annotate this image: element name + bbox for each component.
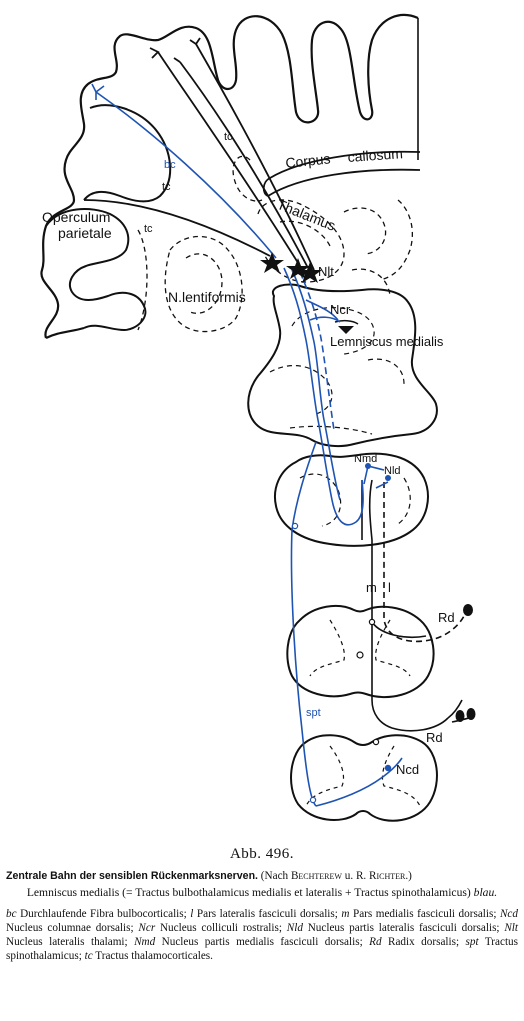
caption-author-2: Richter bbox=[369, 870, 406, 882]
caption-legend: bc Durchlaufende Fibra bulbocorticalis; … bbox=[6, 907, 518, 963]
legend-entry: Ncd Nucleus columnae dorsalis; bbox=[6, 908, 518, 934]
caption-title-bold: Zentrale Bahn der sensiblen Rückenmarksn… bbox=[6, 870, 258, 882]
legend-entry: Nmd Nucleus partis medialis fasciculi do… bbox=[134, 936, 369, 948]
label-tc-upper: tc bbox=[224, 131, 233, 143]
legend-abbr: l bbox=[190, 908, 194, 920]
legend-abbr: Nld bbox=[286, 922, 303, 934]
legend-entry: tc Tractus thalamocorticales. bbox=[85, 950, 213, 962]
label-l: l bbox=[388, 580, 391, 595]
label-rd-lower: Rd bbox=[426, 730, 443, 745]
spinal-ganglion-upper-icon bbox=[463, 604, 473, 616]
label-nlt: Nlt bbox=[318, 264, 334, 279]
label-spt: spt bbox=[306, 707, 321, 719]
dorsal-column-paths bbox=[361, 479, 475, 732]
legend-abbr: m bbox=[341, 908, 350, 920]
label-lemniscus: Lemniscus medialis bbox=[330, 334, 444, 349]
legend-abbr: tc bbox=[84, 950, 93, 962]
label-nmd: Nmd bbox=[354, 453, 377, 465]
legend-text: Radix dorsalis; bbox=[381, 936, 466, 948]
legend-entry: Rd Radix dorsalis; bbox=[369, 936, 465, 948]
cerebral-cortex bbox=[40, 13, 419, 339]
label-m: m bbox=[366, 580, 377, 595]
legend-entry: Nld Nucleus partis lateralis fasciculi d… bbox=[287, 922, 505, 934]
figure-number: Abb. 496. bbox=[229, 846, 295, 862]
label-rd-upper: Rd bbox=[438, 610, 455, 625]
legend-abbr: Ncr bbox=[138, 922, 156, 934]
spinal-ganglion-lower-icon bbox=[455, 708, 476, 722]
caption-title-part: (Nach bbox=[260, 870, 291, 882]
legend-text: Nucleus partis lateralis fasciculi dorsa… bbox=[302, 922, 505, 934]
label-tc-mid: tc bbox=[162, 181, 171, 193]
caption-title: Zentrale Bahn der sensiblen Rückenmarksn… bbox=[6, 869, 518, 883]
legend-text: Nucleus lateralis thalami; bbox=[6, 936, 135, 948]
label-callosum: callosum bbox=[347, 145, 403, 165]
legend-text: Tractus spinothalamicus; bbox=[6, 936, 519, 962]
legend-entry: m Pars medialis fasciculi dorsalis; bbox=[341, 908, 500, 920]
pathway-diagram: Operculum parietale Corpus callosum Thal… bbox=[40, 13, 476, 822]
thalamocortical-tracts bbox=[83, 37, 315, 271]
legend-text: Nucleus partis medialis fasciculi dorsal… bbox=[155, 936, 370, 948]
legend-entry: Ncr Nucleus colliculi rostralis; bbox=[138, 922, 286, 934]
lemniscus-pathway bbox=[91, 83, 403, 807]
legend-text: Pars medialis fasciculi dorsalis; bbox=[349, 908, 500, 920]
caption-subtitle-blue: blau. bbox=[473, 886, 498, 899]
label-n-lentiformis: N.lentiformis bbox=[168, 289, 246, 305]
caption-title-part: .) bbox=[405, 870, 412, 882]
caption-subtitle-text: Lemniscus medialis (= Tractus bulbothala… bbox=[26, 886, 474, 899]
terminal-stars-icon bbox=[260, 252, 322, 283]
figure-caption: Abb. 496. Zentrale Bahn der sensiblen Rü… bbox=[6, 846, 518, 963]
legend-abbr: spt bbox=[465, 936, 479, 948]
label-nld: Nld bbox=[384, 465, 401, 477]
label-corpus: Corpus bbox=[285, 150, 332, 171]
spinal-section-lower bbox=[290, 734, 438, 822]
legend-entry: l Pars lateralis fasciculi dorsalis; bbox=[190, 908, 341, 920]
legend-abbr: Ncd bbox=[499, 908, 518, 920]
legend-abbr: bc bbox=[6, 908, 17, 920]
legend-text: Nucleus columnae dorsalis; bbox=[6, 922, 139, 934]
caption-author-1: Bechterew bbox=[290, 870, 342, 882]
legend-entry: bc Durchlaufende Fibra bulbocorticalis; bbox=[6, 908, 190, 920]
label-thalamus: Thalamus bbox=[275, 196, 338, 234]
label-ncd: Ncd bbox=[396, 762, 419, 777]
legend-text: Pars lateralis fasciculi dorsalis; bbox=[193, 908, 342, 920]
legend-text: Durchlaufende Fibra bulbocorticalis; bbox=[16, 908, 191, 920]
spinal-section-upper bbox=[286, 604, 435, 699]
legend-text: Tractus thalamocorticales. bbox=[92, 950, 213, 962]
label-parietale: parietale bbox=[58, 225, 112, 241]
legend-abbr: Nlt bbox=[504, 922, 518, 934]
nucleus-markers bbox=[291, 463, 392, 804]
legend-abbr: Nmd bbox=[134, 936, 156, 948]
label-bc: bc bbox=[164, 159, 176, 171]
legend-text: Nucleus colliculi rostralis; bbox=[155, 922, 287, 934]
caption-title-part: u. R. bbox=[341, 870, 369, 882]
legend-abbr: Rd bbox=[369, 936, 382, 948]
legend-entry: spt Tractus spinothalamicus; bbox=[6, 936, 518, 962]
caption-subtitle: Lemniscus medialis (= Tractus bulbothala… bbox=[6, 886, 518, 900]
label-ncr: Ncr bbox=[330, 302, 351, 317]
label-operculum: Operculum bbox=[42, 209, 110, 225]
brainstem bbox=[247, 283, 438, 448]
neuroanatomy-figure: Operculum parietale Corpus callosum Thal… bbox=[40, 13, 476, 822]
legend-entry: Nlt Nucleus lateralis thalami; bbox=[6, 922, 518, 948]
label-tc-left: tc bbox=[144, 223, 153, 235]
